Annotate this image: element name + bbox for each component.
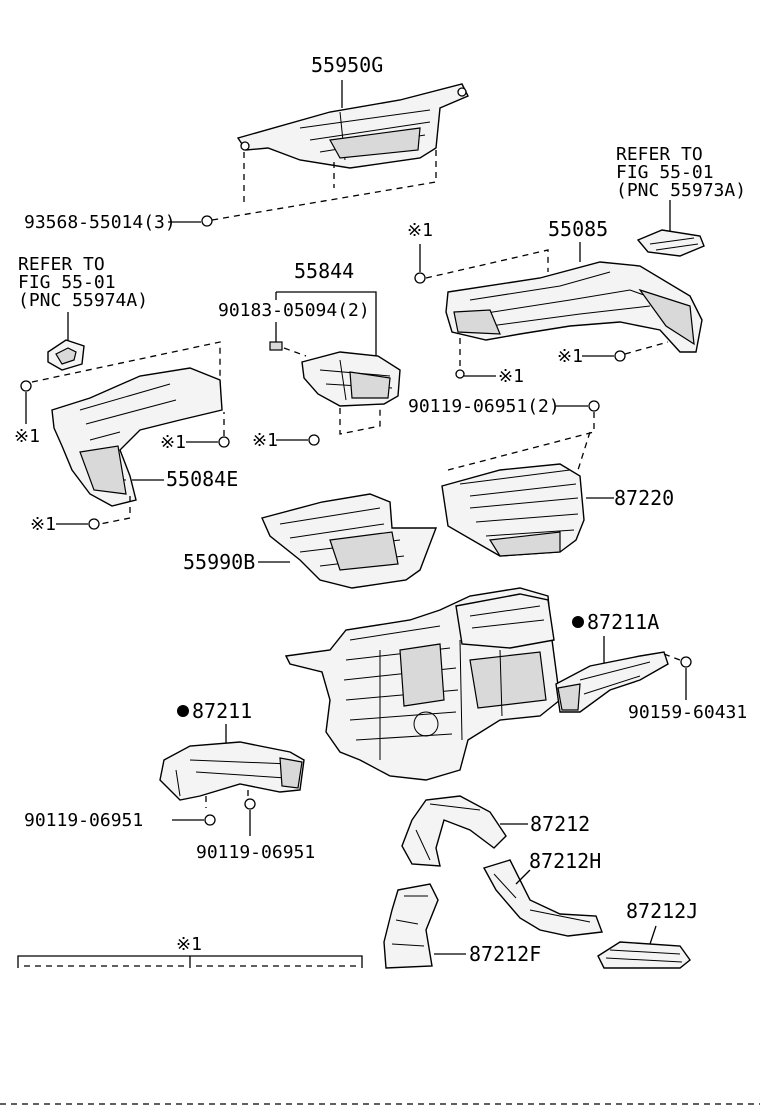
- note-mark-55084E-right: ※1: [160, 432, 186, 453]
- part-label-90183-05094: 90183-05094(2): [218, 300, 370, 321]
- part-55950G-drawing: [236, 83, 469, 169]
- part-label-90119-06951-a: 90119-06951: [24, 810, 143, 831]
- refer-left-line3: (PNC 55974A): [18, 290, 148, 311]
- part-87212H-drawing: [482, 859, 603, 937]
- refer-left-line2: FIG 55-01: [18, 272, 116, 293]
- part-label-90159-60431: 90159-60431: [628, 702, 747, 723]
- part-label-55990B: 55990B: [183, 550, 255, 574]
- part-87211-drawing: [159, 741, 305, 801]
- note-mark-55084E-bottom: ※1: [30, 514, 56, 535]
- note-mark-55084E-left: ※1: [14, 426, 40, 447]
- note-mark-55844: ※1: [252, 430, 278, 451]
- refer-right-line3: (PNC 55973A): [616, 180, 746, 201]
- part-55085-drawing: [445, 261, 703, 353]
- part-label-55085: 55085: [548, 217, 608, 241]
- part-55974A-drawing: [47, 339, 85, 371]
- note-mark-legend: ※1: [176, 934, 202, 955]
- part-label-93568-55014: 93568-55014(3): [24, 212, 176, 233]
- part-label-55084E: 55084E: [166, 467, 238, 491]
- part-label-87212H: 87212H: [529, 849, 601, 873]
- part-87212J-drawing: [597, 941, 691, 969]
- part-55844-drawing: [301, 351, 401, 407]
- part-label-87211A: 87211A: [587, 610, 659, 634]
- part-label-87220: 87220: [614, 486, 674, 510]
- note-mark-55085-right: ※1: [557, 346, 583, 367]
- part-label-87212J: 87212J: [626, 899, 698, 923]
- part-87212F-drawing: [383, 883, 439, 969]
- part-87220-drawing: [441, 463, 585, 557]
- part-87211A-drawing: [555, 651, 669, 713]
- part-label-90119-06951-b: 90119-06951: [196, 842, 315, 863]
- part-label-55950G: 55950G: [311, 53, 383, 77]
- part-55973A-drawing: [636, 229, 705, 257]
- hvac-unit-drawing: [284, 587, 561, 781]
- part-label-87212: 87212: [530, 812, 590, 836]
- part-55084E-drawing: [51, 367, 223, 507]
- refer-right-line2: FIG 55-01: [616, 162, 714, 183]
- part-label-90119-06951-2: 90119-06951(2): [408, 396, 560, 417]
- part-label-87212F: 87212F: [469, 942, 541, 966]
- part-label-87211: 87211: [192, 699, 252, 723]
- part-55990B-drawing: [261, 493, 438, 589]
- refer-left-line1: REFER TO: [18, 254, 105, 275]
- part-87212-drawing: [401, 795, 507, 867]
- note-mark-55085-top: ※1: [407, 220, 433, 241]
- note-mark-55085-bottom: ※1: [498, 366, 524, 387]
- refer-right-line1: REFER TO: [616, 144, 703, 165]
- part-label-55844: 55844: [294, 259, 354, 283]
